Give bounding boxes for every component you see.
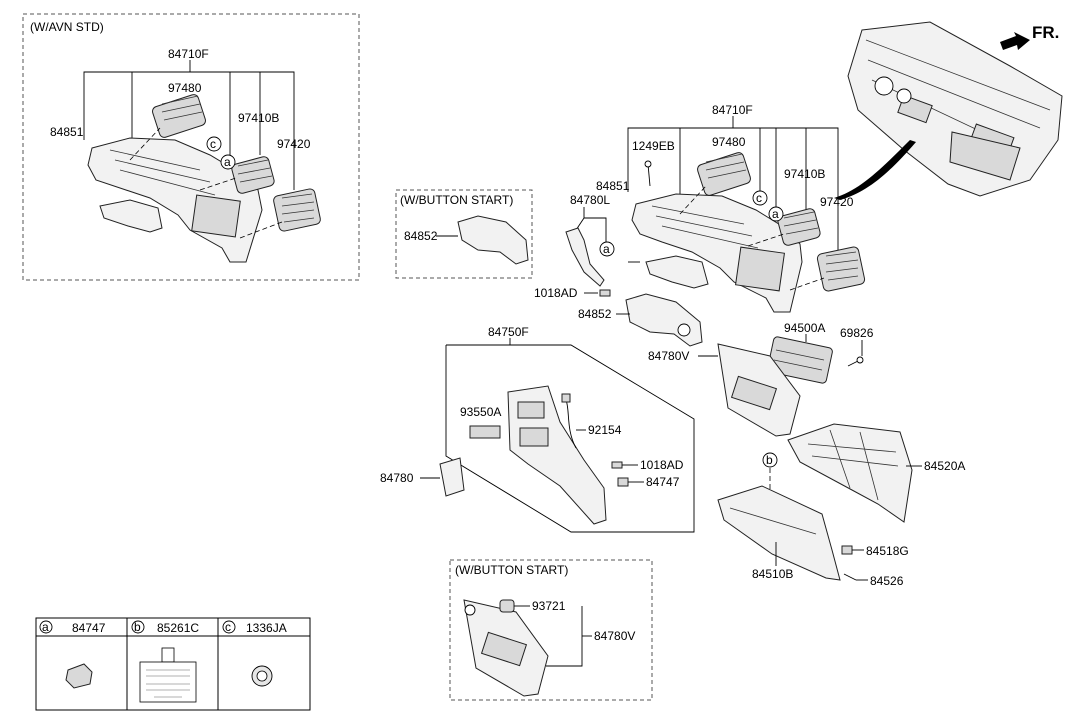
pointer-arrow-shape xyxy=(834,140,916,200)
screw-1018ad-upper xyxy=(599,289,611,297)
callout-c-avn-text: c xyxy=(210,137,216,151)
label-93721: 93721 xyxy=(532,599,566,613)
label-1249EB: 1249EB xyxy=(632,139,675,153)
legend-clip-84747-image xyxy=(65,663,93,689)
avn-std-assembly: c a xyxy=(83,60,321,263)
avn-screen-opening xyxy=(191,194,241,238)
steering-lower-cover-main xyxy=(625,293,703,347)
legend-label-85261c-image xyxy=(161,647,175,663)
label-97410B-b: 97410B xyxy=(784,167,825,181)
label-84851-a: 84851 xyxy=(50,125,84,139)
callout-a-avn-text: a xyxy=(224,155,231,169)
group-label-avn-std: (W/AVN STD) xyxy=(30,20,104,34)
callout-b-main xyxy=(762,452,778,468)
label-97420-a: 97420 xyxy=(277,137,311,151)
label-84780: 84780 xyxy=(380,471,414,485)
label-84710F-a: 84710F xyxy=(168,47,209,61)
cover-84780 xyxy=(439,457,465,497)
group-label-button-start-top: (W/BUTTON START) xyxy=(400,193,513,207)
label-94500A: 94500A xyxy=(784,321,825,335)
vent-97410b-main xyxy=(777,208,821,246)
label-69826: 69826 xyxy=(840,326,874,340)
label-84520A: 84520A xyxy=(924,459,965,473)
legend-key-a: a xyxy=(42,620,49,634)
label-97420-b: 97420 xyxy=(820,195,854,209)
part-84518g xyxy=(841,545,853,555)
label-84526: 84526 xyxy=(870,574,904,588)
label-1018AD-b: 1018AD xyxy=(640,458,684,472)
label-97410B-a: 97410B xyxy=(238,111,279,125)
label-97480-b: 97480 xyxy=(712,135,746,149)
outline-84750f xyxy=(445,344,695,533)
label-84750F: 84750F xyxy=(488,325,529,339)
group-box-avn-std xyxy=(22,13,360,281)
legend-part-85261C: 85261C xyxy=(157,621,199,635)
label-84851-b: 84851 xyxy=(596,179,630,193)
label-84780V-b: 84780V xyxy=(594,629,635,643)
label-84780V-a: 84780V xyxy=(648,349,689,363)
vent-97420-avn xyxy=(273,188,321,232)
screw-1018ad-lower xyxy=(611,461,623,469)
audio-control-94500a xyxy=(767,336,833,384)
label-84510B: 84510B xyxy=(752,567,793,581)
callout-a-main-text: a xyxy=(772,207,779,221)
front-direction-label: FR. xyxy=(1032,23,1059,42)
lower-panel-84750f xyxy=(507,385,607,525)
vent-97410b-avn xyxy=(231,156,275,194)
steering-lower-cover-button-start xyxy=(457,215,529,265)
group-label-button-start-bottom: (W/BUTTON START) xyxy=(455,563,568,577)
legend-part-1336JA: 1336JA xyxy=(246,621,287,635)
legend-key-b: b xyxy=(134,620,141,634)
label-84710F-b: 84710F xyxy=(712,103,753,117)
label-97480-a: 97480 xyxy=(168,81,202,95)
lower-cover-main xyxy=(645,255,709,289)
legend-callout-c xyxy=(222,620,236,634)
trim-84780l xyxy=(565,227,605,287)
label-1018AD-a: 1018AD xyxy=(534,286,578,300)
glove-box-housing-84520a xyxy=(787,423,913,523)
legend-key-c: c xyxy=(225,620,231,634)
callout-c-avn xyxy=(206,136,222,152)
part-84526 xyxy=(843,573,857,581)
callout-a-avn xyxy=(220,154,236,170)
switch-93550a xyxy=(469,425,501,439)
callout-a-main xyxy=(768,206,784,222)
callout-c-main-text: c xyxy=(756,191,762,205)
dashboard-overview xyxy=(834,21,1063,200)
label-84747: 84747 xyxy=(646,475,680,489)
callout-a-84780l-text: a xyxy=(603,242,610,256)
group-box-button-start-bottom xyxy=(449,559,653,701)
callout-a-84780l xyxy=(599,241,615,257)
label-84780L: 84780L xyxy=(570,193,610,207)
wiring-92154 xyxy=(565,399,577,449)
legend-part-84747: 84747 xyxy=(72,621,106,635)
label-92154: 92154 xyxy=(588,423,622,437)
callout-c-main xyxy=(752,190,768,206)
main-dash-assembly: c a xyxy=(627,116,866,313)
label-93550A: 93550A xyxy=(460,405,501,419)
vent-97420-main xyxy=(816,246,866,292)
legend-callout-b xyxy=(131,620,145,634)
label-84518G: 84518G xyxy=(866,544,909,558)
lower-cover-avn xyxy=(99,199,163,233)
callout-b-main-text: b xyxy=(766,453,773,467)
legend-table: a 84747 b 85261C c 1336JA xyxy=(35,617,311,711)
crash-pad-panel-avn xyxy=(87,137,263,263)
label-84852-b: 84852 xyxy=(578,307,612,321)
main-screen-opening xyxy=(735,246,785,292)
legend-callout-a xyxy=(39,620,53,634)
label-84852-a: 84852 xyxy=(404,229,438,243)
glove-box-84510b xyxy=(717,485,841,581)
front-arrow-icon xyxy=(1000,32,1030,50)
start-button-93721 xyxy=(499,599,515,613)
clip-84747 xyxy=(617,477,629,487)
screw-1249eb xyxy=(647,163,651,187)
